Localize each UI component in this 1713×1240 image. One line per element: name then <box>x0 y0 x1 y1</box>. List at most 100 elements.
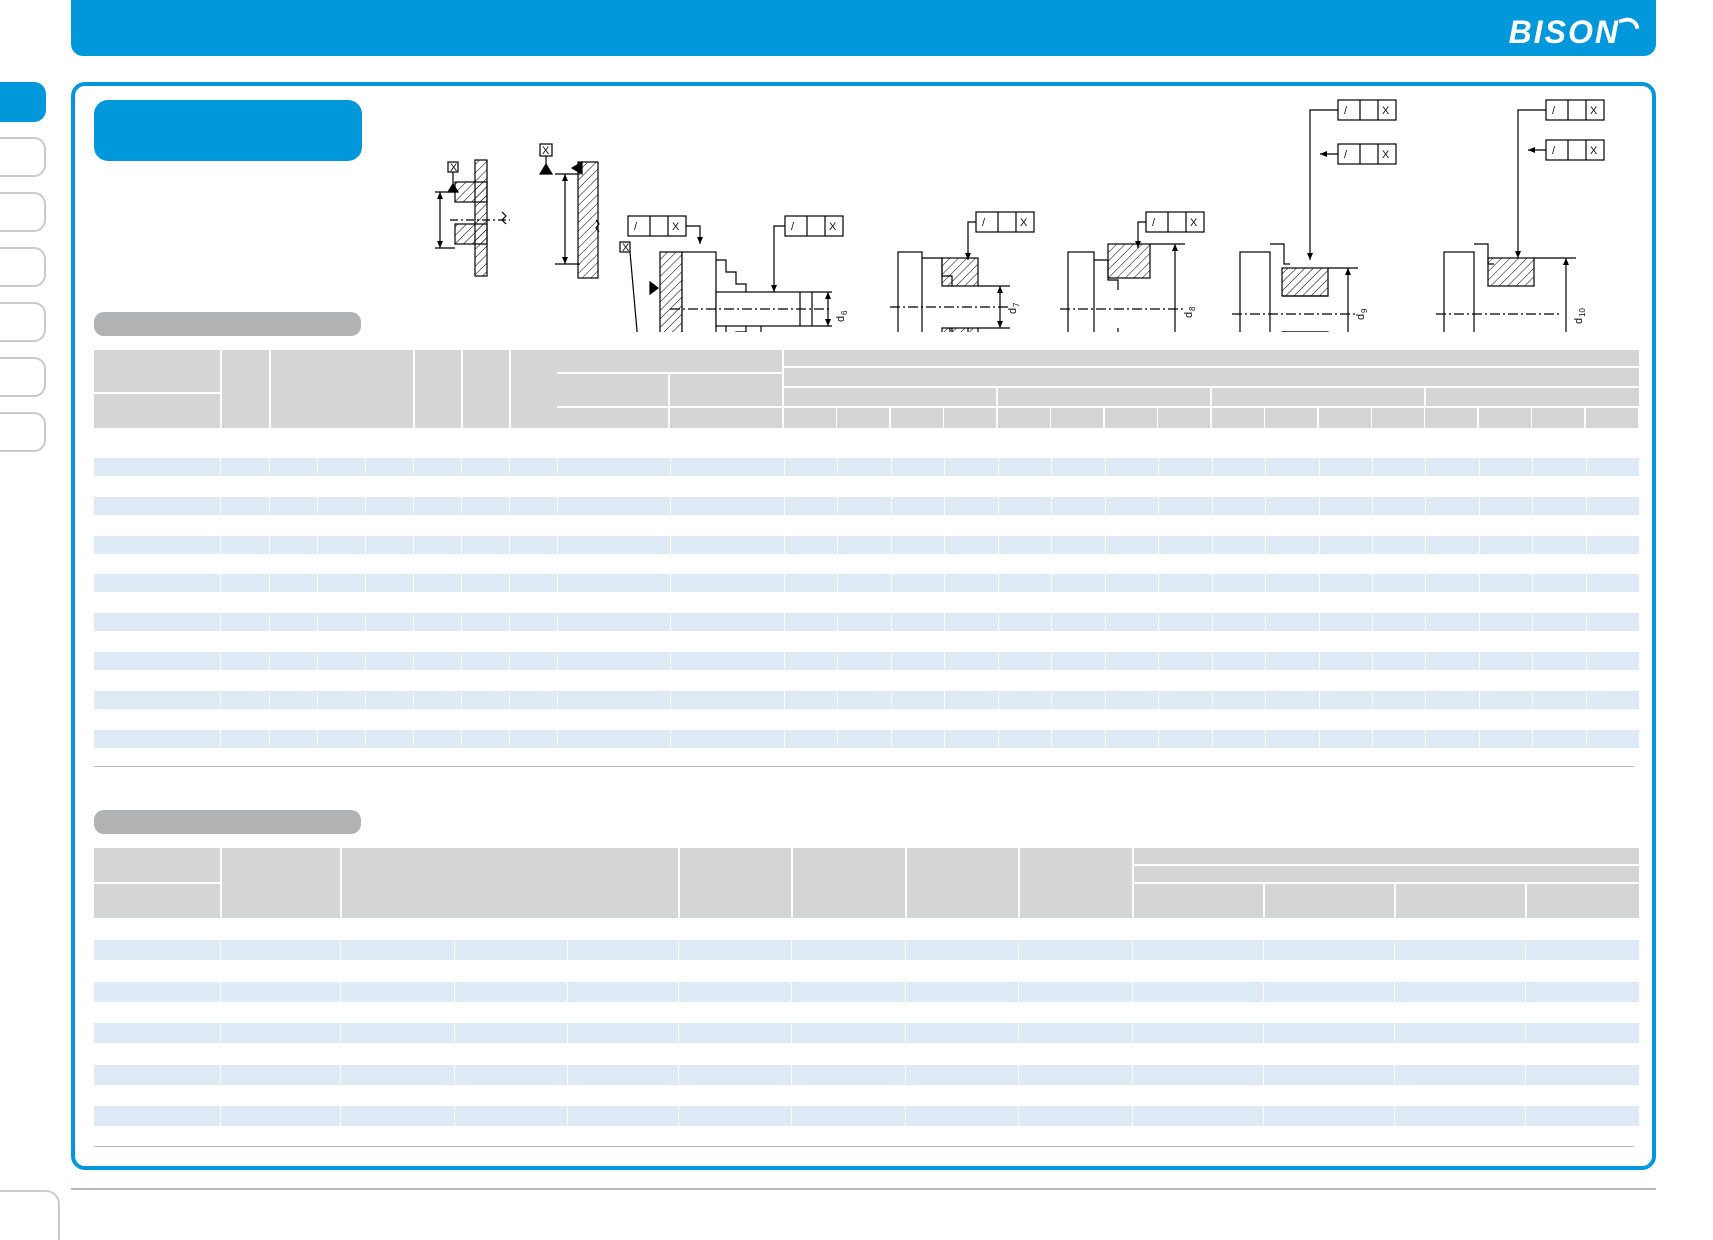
t1-hdr-a2-unit <box>670 408 782 428</box>
chapter-tab-1[interactable] <box>0 82 46 122</box>
t1-col-sep <box>891 450 892 750</box>
t1-col-sep <box>784 450 785 750</box>
runout-symbol-f1: / <box>1344 105 1348 117</box>
t1-hdr-a1-unit <box>557 408 668 428</box>
svg-text:d: d <box>1573 318 1585 324</box>
svg-text:6: 6 <box>840 310 849 315</box>
t1-hdr-a2 <box>670 374 782 406</box>
t1-hdr-sub-1 <box>784 388 996 406</box>
runout-symbol-e: / <box>1152 217 1156 229</box>
t1-hdr-cell-15 <box>1532 408 1584 428</box>
table-row <box>94 574 1639 593</box>
footer-rule <box>71 1188 1656 1190</box>
t1-hdr-cell-4 <box>944 408 996 428</box>
t1-hdr-cell-8 <box>1158 408 1210 428</box>
t1-hdr-cell-3 <box>891 408 943 428</box>
svg-text:d: d <box>1007 308 1019 314</box>
t1-col-sep <box>509 450 510 750</box>
t2-hdr-col2 <box>222 848 340 918</box>
runout-symbol-c2: / <box>791 221 795 233</box>
t1-col-sep <box>269 450 270 750</box>
table-row <box>94 535 1639 554</box>
t1-hdr-cell-13 <box>1425 408 1477 428</box>
diameter-label-d6: d 6 <box>835 310 849 322</box>
datum-label-g2: X <box>1590 145 1598 157</box>
t2-col-sep <box>1394 936 1395 1126</box>
t2-hdr-sub-1 <box>1134 884 1263 918</box>
datum-label-a: X <box>450 162 458 174</box>
chapter-tab-6[interactable] <box>0 357 46 397</box>
t2-hdr-model-top <box>94 848 220 882</box>
t2-hdr-col5 <box>793 848 905 918</box>
chapter-tab-3[interactable] <box>0 192 46 232</box>
t2-col-sep <box>1263 936 1264 1126</box>
t1-col-sep <box>837 450 838 750</box>
t1-hdr-cell-6 <box>1051 408 1103 428</box>
t2-hdr-col7 <box>1020 848 1132 918</box>
t2-hdr-col3 <box>342 848 678 918</box>
logo-horn-icon <box>1618 14 1640 34</box>
t1-hdr-cell-9 <box>1212 408 1264 428</box>
t2-hdr-model-bottom <box>94 884 220 918</box>
runout-symbol-d: / <box>982 217 986 229</box>
t2-col-sep <box>678 936 679 1126</box>
t2-hdr-col4 <box>680 848 791 918</box>
datum-label-c2: X <box>622 242 630 254</box>
t1-hdr-cell-16 <box>1586 408 1638 428</box>
t2-hdr-sub-4 <box>1527 884 1639 918</box>
t1-col-sep <box>1212 450 1213 750</box>
section-2-pill <box>94 810 361 834</box>
t2-col-sep <box>567 936 568 1126</box>
t1-hdr-model-top <box>94 350 220 392</box>
table-1-bottom-rule <box>94 766 1634 767</box>
datum-label-e: X <box>1190 217 1198 229</box>
t1-col-sep <box>1265 450 1266 750</box>
t1-hdr-cell-14 <box>1479 408 1531 428</box>
chapter-tab-2[interactable] <box>0 137 46 177</box>
t2-col-sep <box>1132 936 1133 1126</box>
chapter-tab-7[interactable] <box>0 412 46 452</box>
svg-text:7: 7 <box>1012 302 1021 307</box>
t1-col-sep <box>461 450 462 750</box>
svg-text:d: d <box>835 316 847 322</box>
svg-text:d: d <box>1355 314 1367 320</box>
svg-text:8: 8 <box>1188 306 1197 311</box>
t2-col-sep <box>220 936 221 1126</box>
t2-col-sep <box>1525 936 1526 1126</box>
chapter-tab-4[interactable] <box>0 247 46 287</box>
t1-col-sep <box>1479 450 1480 750</box>
t1-hdr-cell-7 <box>1105 408 1157 428</box>
t2-col-sep <box>905 936 906 1126</box>
t1-col-sep <box>1051 450 1052 750</box>
t1-hdr-cell-10 <box>1265 408 1317 428</box>
table-row <box>94 981 1639 1002</box>
t1-hdr-group-b2 <box>784 368 1639 386</box>
runout-diagrams: X X / X X <box>435 99 1605 332</box>
runout-symbol-f2: / <box>1344 149 1348 161</box>
diameter-label-d7: d 7 <box>1007 302 1021 314</box>
section-1-pill <box>94 312 361 336</box>
svg-text:d: d <box>1183 312 1195 318</box>
table-row <box>94 1064 1639 1085</box>
spec-table-2 <box>94 848 1639 1128</box>
t1-col-sep <box>1158 450 1159 750</box>
t1-col-sep <box>1372 450 1373 750</box>
t1-col-sep <box>220 450 221 750</box>
table-row <box>94 690 1639 709</box>
svg-text:10: 10 <box>1578 308 1587 317</box>
t1-col-sep <box>1105 450 1106 750</box>
logo-text: BISON <box>1508 14 1620 50</box>
table-row <box>94 940 1639 960</box>
t1-col-sep <box>317 450 318 750</box>
diameter-label-d10: d 10 <box>1573 308 1587 324</box>
t2-hdr-col6 <box>907 848 1018 918</box>
t1-hdr-col3 <box>271 350 413 428</box>
t2-hdr-sub-2 <box>1265 884 1394 918</box>
table-row <box>94 1023 1639 1043</box>
t1-hdr-col6 <box>511 350 557 428</box>
t1-col-sep <box>1586 450 1587 750</box>
t1-hdr-col2 <box>222 350 269 428</box>
t1-hdr-a1 <box>557 374 668 406</box>
chapter-tab-5[interactable] <box>0 302 46 342</box>
table-2-bottom-rule <box>94 1146 1634 1147</box>
